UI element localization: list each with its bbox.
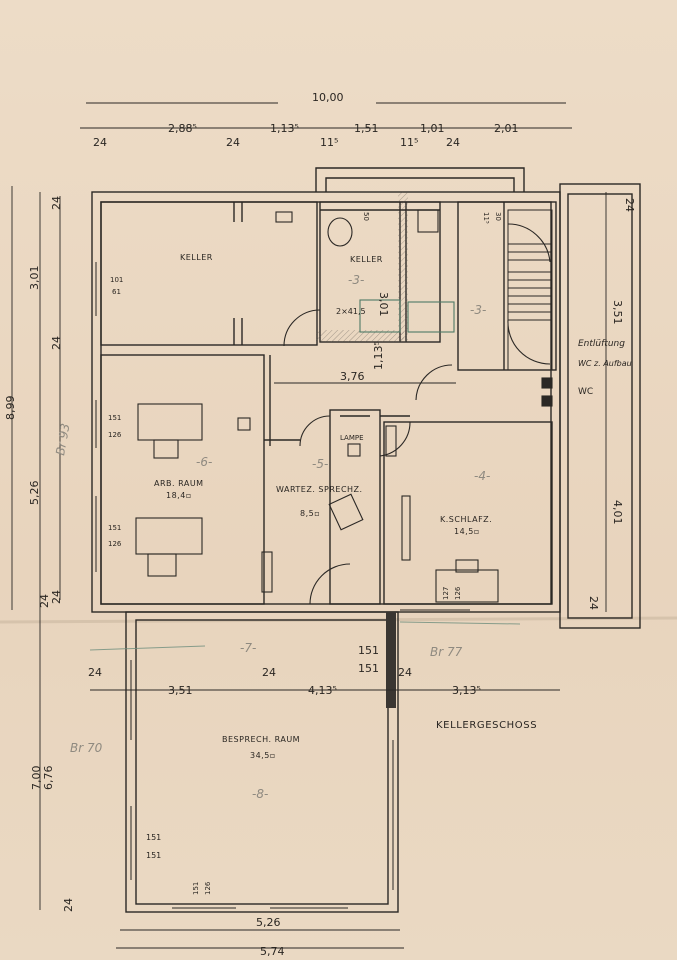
pencil-br93: Br 93 <box>53 422 72 456</box>
dimension-lines <box>11 102 607 949</box>
dim-lower-left-s1: 24 <box>62 898 75 912</box>
annot-lampe: LAMPE <box>340 434 364 442</box>
dim-top-s5: 24 <box>446 136 460 149</box>
walls <box>91 167 641 913</box>
dim-bottom-d2: 5,74 <box>260 945 285 958</box>
windows <box>95 191 470 909</box>
dim-bottom-d1: 5,26 <box>256 916 281 929</box>
dim-lower-left-d2: 6,76 <box>42 766 55 791</box>
dim-mid-s2: 24 <box>262 666 276 679</box>
win-arb1-h: 126 <box>108 431 122 439</box>
win-sch-w: 127 <box>442 587 450 600</box>
dim-keller2-v: 3,01 <box>377 292 390 317</box>
dim-mid-w2: 151 <box>358 662 379 675</box>
dim-top-s4: 11⁵ <box>400 136 418 149</box>
dim-top-overall: 10,00 <box>312 91 344 104</box>
dim-left-s1: 24 <box>50 196 63 210</box>
dim-right-s2: 24 <box>587 596 600 610</box>
win-bes-b2: 126 <box>204 881 212 895</box>
pencil-br77: Br 77 <box>430 645 463 659</box>
dim-left-s3: 24 <box>38 594 51 608</box>
dim-corridor-v: 1,13⁵ <box>372 341 385 370</box>
dim-top-d4: 1,01 <box>420 122 445 135</box>
win-k1-w: 101 <box>110 276 123 284</box>
win-sch-h: 126 <box>454 586 462 600</box>
room-bespr-pencil: -8- <box>252 787 268 801</box>
staircase <box>507 209 553 371</box>
room-arb-pencil: -6- <box>196 455 212 469</box>
dim-left-d1: 3,01 <box>28 266 41 291</box>
room-arb-name: ARB. RAUM <box>154 479 204 488</box>
door-swings <box>283 223 551 605</box>
room-schlaf-pencil: -4- <box>474 469 490 483</box>
win-k1-h: 61 <box>112 288 121 296</box>
annot-wc: WC <box>578 387 593 397</box>
dim-top-d5: 2,01 <box>494 122 519 135</box>
dim-mid-d3: 3,13⁵ <box>452 684 481 697</box>
dim-top-d2: 1,13⁵ <box>270 122 299 135</box>
annot-p7: -7- <box>240 641 256 655</box>
dim-right-d1: 3,51 <box>611 300 624 325</box>
room-arb-area: 18,4▫ <box>166 491 192 500</box>
dim-top-s1: 24 <box>93 136 107 149</box>
dim-right-d2: 4,01 <box>611 500 624 525</box>
annot-p3a: -3- <box>348 273 364 287</box>
room-warte-area: 8,5▫ <box>300 509 320 518</box>
dim-top-s3: 11⁵ <box>320 136 338 149</box>
dim-right-s1: 24 <box>623 198 636 212</box>
dim-top-d3: 1,51 <box>354 122 379 135</box>
pencil-br70: Br 70 <box>70 741 103 755</box>
win-arb1-w: 151 <box>108 414 121 422</box>
dim-mid-w1: 151 <box>358 644 379 657</box>
dim-mid-d1: 3,51 <box>168 684 193 697</box>
room-bespr-name: BESPRECH. RAUM <box>222 735 300 744</box>
annot-entlueft: Entlüftung <box>578 339 625 349</box>
annot-p3b: -3- <box>470 303 486 317</box>
win-bes-b1: 151 <box>192 882 200 895</box>
dim-mid-d2: 4,13⁵ <box>308 684 337 697</box>
room-warte-pencil: -5- <box>312 457 328 471</box>
win-k2-b: 11⁵ <box>482 212 490 224</box>
dim-left-overall: 8,99 <box>4 396 17 421</box>
win-arb2-w: 151 <box>108 524 121 532</box>
room-schlaf-area: 14,5▫ <box>454 527 480 536</box>
dim-corridor: 3,76 <box>340 370 365 383</box>
dim-mid-s3: 24 <box>398 666 412 679</box>
dim-left-d2: 5,26 <box>28 481 41 506</box>
win-arb2-h: 126 <box>108 540 122 548</box>
wall-hatching <box>316 192 408 708</box>
win-k2-d: 2×41,5 <box>336 307 366 316</box>
room-keller2-name: KELLER <box>350 255 383 264</box>
room-bespr-area: 34,5▫ <box>250 751 276 760</box>
win-k2-c: 30 <box>494 212 502 221</box>
dim-top-d1: 2,88⁵ <box>168 122 197 135</box>
win-bes-h: 151 <box>146 851 161 860</box>
room-keller1-name: KELLER <box>180 253 213 262</box>
dim-mid-s1: 24 <box>88 666 102 679</box>
furniture <box>135 209 553 603</box>
dim-left-s2: 24 <box>50 336 63 350</box>
win-k2-a: 50 <box>362 212 370 221</box>
drawing-title: KELLERGESCHOSS <box>436 720 537 731</box>
room-warte-name: WARTEZ. SPRECHZ. <box>276 485 363 494</box>
room-schlaf-name: K.SCHLAFZ. <box>440 515 492 524</box>
annot-wc-auf: WC z. Aufbau <box>578 359 632 368</box>
dim-left-s4: 24 <box>50 590 63 604</box>
dim-lower-left-d1: 7,00 <box>30 766 43 791</box>
win-bes-w: 151 <box>146 833 161 842</box>
dim-top-s2: 24 <box>226 136 240 149</box>
pencil-lines <box>89 621 521 651</box>
